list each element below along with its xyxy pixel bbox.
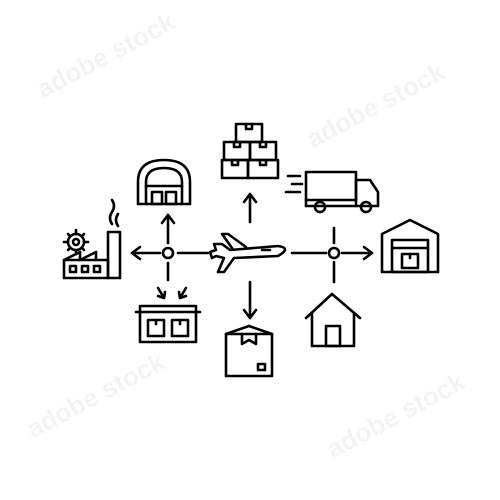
connector-up [242,192,258,224]
delivery-truck-icon [284,170,380,214]
stock-id-label: 1802339505 [0,331,1,392]
distribution-center-icon [134,286,202,344]
hangar-warehouse-icon [136,158,192,206]
warehouse-icon [380,218,440,274]
connector-right [290,226,374,284]
house-icon [304,292,362,348]
package-box-icon [224,324,274,378]
stacked-boxes-icon [220,122,280,180]
connector-down [242,280,258,320]
node-left [160,213,176,282]
factory-icon [62,198,122,280]
airplane-icon [208,232,287,274]
connector-left [130,245,210,261]
